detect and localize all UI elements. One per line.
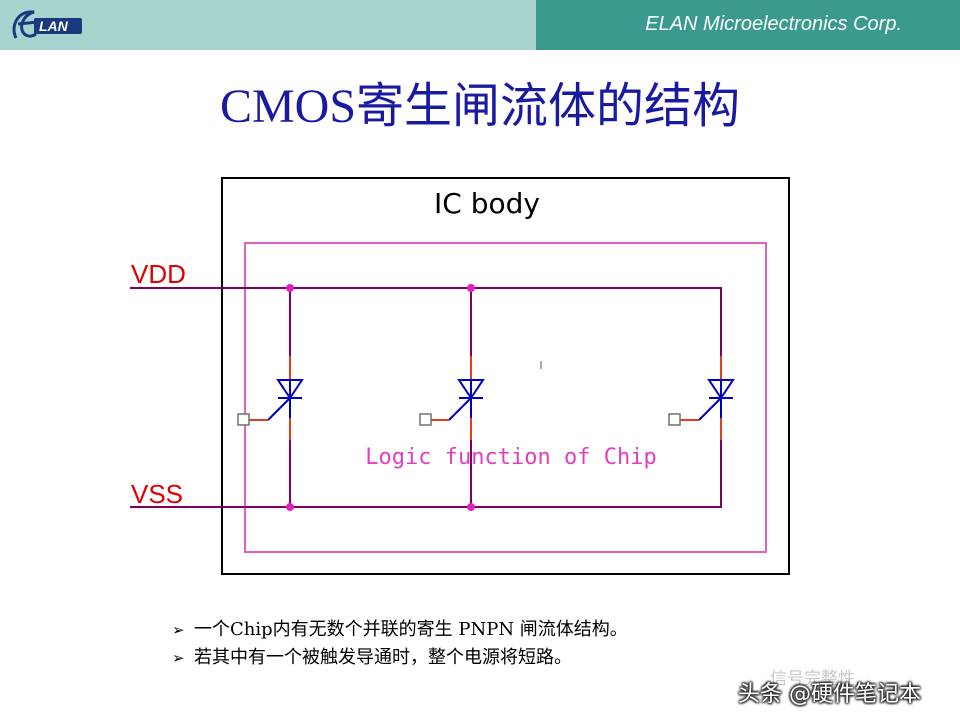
chip-boundary: [244, 242, 767, 553]
bullet-item: ➢ 若其中有一个被触发导通时，整个电源将短路。: [172, 644, 628, 672]
vdd-node-1: [286, 284, 294, 292]
header-bar-left: [0, 0, 536, 50]
logic-function-label: Logic function of Chip: [365, 445, 656, 470]
gate-2-terminal: [419, 413, 432, 426]
vss-node-1: [286, 503, 294, 511]
gate-3-terminal: [668, 413, 681, 426]
thyristor-1: [267, 379, 304, 421]
bullet-arrow-icon: ➢: [172, 621, 185, 639]
gate-1-terminal: [237, 413, 250, 426]
ic-body-box: [221, 177, 790, 575]
company-name: ELAN Microelectronics Corp.: [645, 13, 902, 35]
vdd-node-2: [467, 284, 475, 292]
thyristor-2: [448, 379, 485, 421]
vss-label: VSS: [131, 479, 183, 509]
bullet-arrow-icon: ➢: [172, 649, 185, 667]
vss-node-2: [467, 503, 475, 511]
bullet-item: ➢ 一个Chip内有无数个并联的寄生 PNPN 闸流体结构。: [172, 616, 628, 644]
elan-logo: LAN: [12, 10, 82, 39]
vdd-label: VDD: [131, 259, 186, 289]
ic-body-label: IC body: [434, 187, 540, 220]
page-title: CMOS寄生闸流体的结构: [219, 80, 741, 133]
faint-watermark: 信号完整性: [770, 669, 855, 689]
logo-text: LAN: [39, 18, 69, 34]
header-bar-right: ELAN Microelectronics Corp.: [536, 0, 960, 50]
thyristor-3: [698, 379, 735, 421]
bullet-text: 若其中有一个被触发导通时，整个电源将短路。: [194, 647, 572, 668]
source-watermark: 头条 @硬件笔记本: [738, 682, 921, 707]
bullet-text: 一个Chip内有无数个并联的寄生 PNPN 闸流体结构。: [194, 619, 628, 640]
bullet-list: ➢ 一个Chip内有无数个并联的寄生 PNPN 闸流体结构。 ➢ 若其中有一个被触发…: [172, 616, 628, 672]
